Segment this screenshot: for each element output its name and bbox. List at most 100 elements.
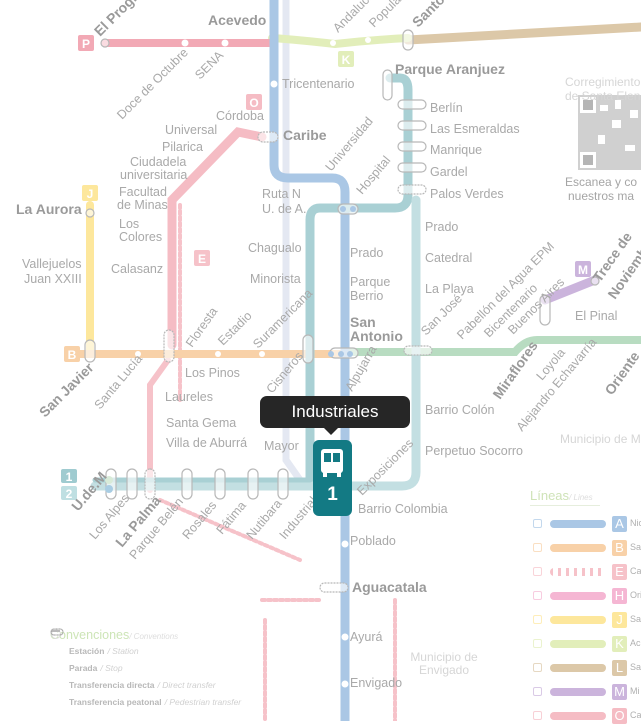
station-label-perpetuo[interactable]: Perpetuo Socorro — [425, 444, 523, 458]
station-label-acevedo[interactable]: Acevedo — [208, 12, 266, 28]
station-label-popular[interactable]: Popular — [366, 0, 406, 30]
line-swatch — [550, 616, 606, 624]
station-label-san-javier[interactable]: San Javier — [36, 359, 97, 420]
legend-line-e[interactable]: E Ca — [530, 564, 641, 580]
line-h-cable — [305, 73, 413, 490]
station-label-sena[interactable]: SENA — [192, 48, 226, 82]
badge-j: J — [87, 187, 94, 201]
station-label-manrique[interactable]: Manrique — [430, 143, 482, 157]
legend-line-o[interactable]: O Ca — [530, 708, 641, 724]
station-label-aguacatala[interactable]: Aguacatala — [352, 579, 427, 595]
station-label-los-pinos[interactable]: Los Pinos — [185, 366, 240, 380]
station-label-prado-t[interactable]: Prado — [425, 220, 458, 234]
convention-direct-transfer: Transferencia directa/ Direct transfer — [50, 628, 241, 693]
station-label-gardel[interactable]: Gardel — [430, 165, 468, 179]
bus-stop-icon — [533, 711, 542, 720]
station-label-el-progreso[interactable]: El Progreso — [91, 0, 158, 39]
legend-line-h[interactable]: H Ori — [530, 588, 641, 604]
line-number: 1 — [327, 484, 338, 505]
line-name: Ca — [630, 710, 641, 720]
line-letter: M — [612, 684, 627, 700]
station-label-san[interactable]: San — [350, 314, 376, 330]
station-label-ayura[interactable]: Ayurá — [350, 630, 382, 644]
qr-code[interactable] — [578, 95, 641, 170]
station-label-rosales[interactable]: Rosales — [180, 498, 220, 542]
zone-label-med: Municipio de M — [560, 432, 641, 446]
line-l — [403, 22, 641, 45]
legend-line-a[interactable]: A Nic — [530, 516, 641, 532]
station-label-parque-aranjuez[interactable]: Parque Aranjuez — [395, 61, 505, 77]
station-label-colores1[interactable]: Los — [119, 217, 139, 231]
station-label-estadio[interactable]: Estadio — [215, 309, 254, 348]
station-label-la-playa[interactable]: La Playa — [425, 282, 474, 296]
station-label-prado[interactable]: Prado — [350, 246, 383, 260]
station-label-santa-lucia[interactable]: Santa Lucía — [92, 352, 146, 412]
station-label-catedral[interactable]: Catedral — [425, 251, 472, 265]
station-label-villa-aburra[interactable]: Villa de Aburrá — [166, 436, 247, 450]
selected-station-marker[interactable]: 1 — [313, 440, 352, 516]
bus-stop-icon — [533, 519, 542, 528]
line-a-secondary — [282, 0, 304, 484]
station-label-berlin[interactable]: Berlín — [430, 101, 463, 115]
station-label-caribe[interactable]: Caribe — [283, 127, 327, 143]
line-letter: B — [612, 540, 627, 556]
station-label-antonio[interactable]: Antonio — [350, 328, 403, 344]
line-swatch — [550, 568, 606, 576]
line-swatch — [550, 664, 606, 672]
station-label-udea[interactable]: U. de A. — [262, 202, 306, 216]
line-swatch — [550, 544, 606, 552]
station-label-floresta[interactable]: Floresta — [183, 305, 220, 350]
station-label-pilarica[interactable]: Pilarica — [162, 140, 203, 154]
station-label-calasanz[interactable]: Calasanz — [111, 262, 163, 276]
station-label-oriente[interactable]: Oriente — [601, 348, 641, 398]
line-letter: A — [612, 516, 627, 532]
convention-stop: Parada/ Stop — [50, 630, 241, 676]
station-label-palos-verdes[interactable]: Palos Verdes — [430, 187, 504, 201]
station-label-minorista[interactable]: Minorista — [250, 272, 301, 286]
legend-line-b[interactable]: B Sa — [530, 540, 641, 556]
station-label-berrio1[interactable]: Parque — [350, 275, 390, 289]
station-label-vallejuelos[interactable]: Vallejuelos — [22, 257, 82, 271]
bus-icon — [321, 449, 343, 477]
station-label-esmeraldas[interactable]: Las Esmeraldas — [430, 122, 520, 136]
station-label-tricentenario[interactable]: Tricentenario — [282, 77, 355, 91]
line-swatch — [550, 712, 606, 720]
station-label-la-aurora[interactable]: La Aurora — [16, 201, 82, 217]
legend-line-k[interactable]: K Ac — [530, 636, 641, 652]
line-letter: H — [612, 588, 627, 604]
station-label-facultad2[interactable]: de Minas — [117, 198, 168, 212]
conventions-legend: Convenciones/ Conventions Estación/ Stat… — [50, 628, 241, 710]
station-label-ciudadela2[interactable]: universitaria — [120, 168, 187, 182]
station-label-doce-octubre[interactable]: Doce de Octubre — [114, 45, 191, 122]
station-label-santo-domingo[interactable]: Santo Domingo — [409, 0, 493, 30]
line-badges: P O J E B K M 1 2 — [61, 35, 591, 501]
station-label-poblado[interactable]: Poblado — [350, 534, 396, 548]
station-label-santa-gema[interactable]: Santa Gema — [166, 416, 236, 430]
station-label-chagualo[interactable]: Chagualo — [248, 241, 302, 255]
station-label-barrio-colombia[interactable]: Barrio Colombia — [358, 502, 448, 516]
station-label-el-pinal[interactable]: El Pinal — [575, 309, 617, 323]
station-label-colores2[interactable]: Colores — [119, 230, 162, 244]
bus-stop-icon — [533, 639, 542, 648]
station-label-universal[interactable]: Universal — [165, 123, 217, 137]
line-m — [540, 275, 600, 305]
station-label-juan23[interactable]: Juan XXIII — [24, 272, 82, 286]
station-label-laureles[interactable]: Laureles — [165, 390, 213, 404]
station-label-mayor[interactable]: Mayor — [264, 439, 299, 453]
station-label-universidad[interactable]: Universidad — [323, 114, 376, 174]
legend-line-l[interactable]: L Sa — [530, 660, 641, 676]
legend-line-m[interactable]: M Mi — [530, 684, 641, 700]
line-1-tram — [90, 195, 421, 491]
station-label-envigado[interactable]: Envigado — [350, 676, 402, 690]
line-name: Sa — [630, 614, 641, 624]
station-label-berrio2[interactable]: Berrio — [350, 289, 383, 303]
station-label-facultad1[interactable]: Facultad — [119, 185, 167, 199]
station-label-barrio-colon[interactable]: Barrio Colón — [425, 403, 495, 417]
station-label-ciudadela1[interactable]: Ciudadela — [130, 155, 186, 169]
station-label-rutan[interactable]: Ruta N — [262, 187, 301, 201]
station-label-cordoba[interactable]: Córdoba — [216, 109, 264, 123]
legend-line-j[interactable]: J Sa — [530, 612, 641, 628]
line-name: Sa — [630, 662, 641, 672]
station-label-hospital[interactable]: Hospital — [354, 153, 394, 197]
